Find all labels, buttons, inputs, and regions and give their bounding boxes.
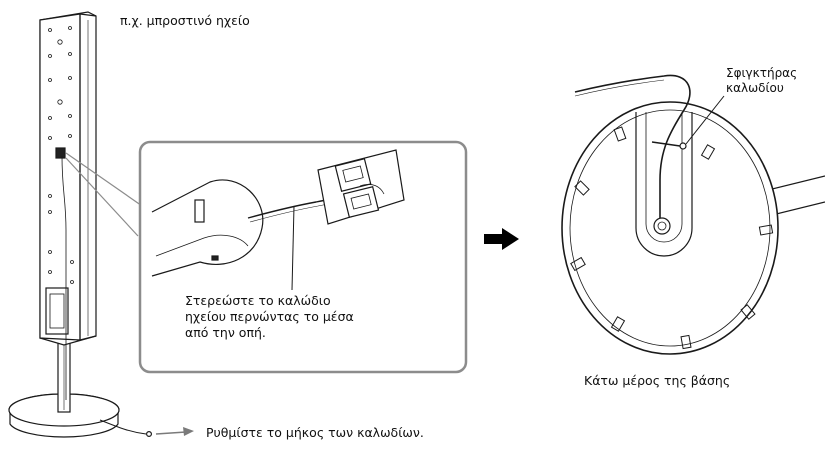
cable-tie-label-line1: Σφιγκτήρας [726, 66, 798, 80]
base-bottom-view [561, 74, 825, 355]
thread-instruction-line2: ηχείου περνώντας το μέσα [185, 309, 354, 324]
speaker-example-label: π.χ. μπροστινό ηχείο [120, 13, 250, 28]
cable-tie-label-line2: καλωδίου [726, 81, 784, 95]
adjust-length-label: Ρυθμίστε το μήκος των καλωδίων. [206, 425, 424, 440]
cable-out-of-base [99, 419, 147, 435]
base-bottom-label: Κάτω μέρος της βάσης [584, 373, 731, 388]
zoom-leader [65, 152, 146, 237]
speaker-on-stand [8, 11, 153, 438]
callout-box [138, 140, 468, 374]
adjust-arrow [155, 427, 194, 436]
right-arrow-icon [484, 228, 519, 250]
thread-instruction-line3: από την οπή. [185, 325, 266, 340]
speaker-column [39, 11, 97, 400]
stand-base [8, 393, 120, 438]
thread-instruction-line1: Στερεώστε το καλώδιο [185, 293, 331, 308]
